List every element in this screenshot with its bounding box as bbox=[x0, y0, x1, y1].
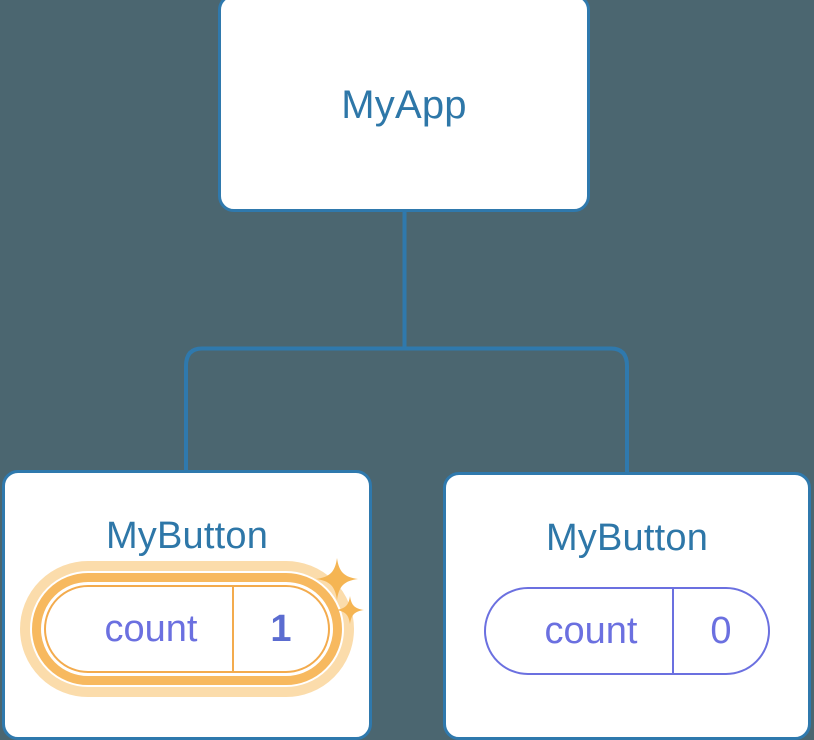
edge-to-right-child bbox=[404, 346, 629, 474]
state-pill-normal[interactable]: count 0 bbox=[446, 587, 808, 675]
component-title: MyButton bbox=[105, 515, 269, 557]
state-pill[interactable]: count 1 bbox=[44, 585, 330, 673]
highlight-glow-inner bbox=[32, 573, 342, 685]
state-key: count bbox=[544, 609, 638, 652]
component-node-mybutton-left[interactable]: MyButton count 1 bbox=[2, 470, 372, 740]
component-node-mybutton-right[interactable]: MyButton count 0 bbox=[443, 472, 811, 740]
component-node-myapp[interactable]: MyApp bbox=[218, 0, 590, 212]
component-title: MyButton bbox=[545, 517, 709, 559]
highlight-glow-outer bbox=[20, 561, 354, 697]
sparkle-small-icon bbox=[336, 596, 364, 624]
component-title: MyApp bbox=[341, 83, 467, 127]
state-pill[interactable]: count 0 bbox=[484, 587, 770, 675]
state-value: 1 bbox=[232, 587, 328, 671]
state-key: count bbox=[104, 607, 198, 650]
edge-to-left-child bbox=[184, 346, 405, 472]
state-pill-highlighted[interactable]: count 1 bbox=[5, 561, 369, 697]
state-value: 0 bbox=[672, 589, 768, 673]
sparkle-large-icon bbox=[316, 558, 358, 600]
